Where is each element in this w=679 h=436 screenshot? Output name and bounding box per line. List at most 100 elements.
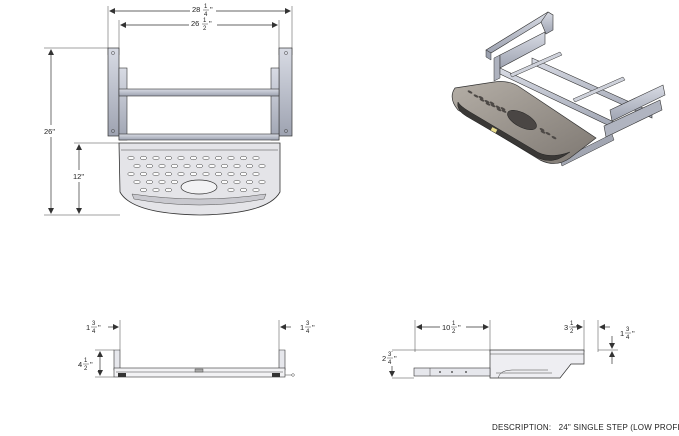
tread-hole — [133, 163, 141, 169]
tread-hole — [221, 163, 228, 169]
tread-hole — [158, 163, 166, 169]
iso-hole — [539, 128, 545, 132]
tread-hole — [227, 187, 235, 193]
iso-hole — [495, 105, 501, 109]
tread-hole — [165, 155, 172, 161]
bracket-right — [278, 47, 293, 137]
svg-text:1: 1 — [84, 358, 88, 364]
side-view-right: 10 1 2 " 3 1 2 " 1 3 4 " — [380, 320, 635, 379]
center-oval — [180, 179, 218, 195]
svg-text:": " — [632, 329, 635, 338]
svg-text:4: 4 — [78, 360, 82, 369]
svg-text:": " — [90, 360, 93, 369]
bracket-left — [107, 47, 120, 137]
iso-hole — [484, 100, 490, 104]
svg-text:1: 1 — [204, 4, 208, 10]
tread-hole — [202, 171, 210, 177]
iso-hole — [478, 96, 484, 100]
tread-hole — [146, 163, 153, 169]
iso-hole — [545, 132, 551, 136]
svg-text:": " — [209, 19, 212, 28]
tread-hole — [127, 155, 135, 161]
tread-hole — [152, 187, 160, 193]
dimension-width-overall: 28 1 4 " — [190, 3, 216, 18]
dimension-drop: 2 3 4 " — [380, 352, 404, 366]
iso-hole — [467, 90, 473, 94]
svg-text:10: 10 — [442, 323, 450, 332]
svg-text:28: 28 — [192, 5, 200, 14]
dimension-top-left: 1 3 4 " — [86, 321, 101, 335]
iso-hole — [500, 107, 506, 111]
svg-text:1: 1 — [620, 329, 624, 338]
tread-hole — [190, 171, 197, 177]
tread-hole — [140, 155, 147, 161]
iso-hole — [496, 108, 502, 112]
iso-hole — [489, 101, 495, 105]
svg-text:3: 3 — [92, 321, 96, 327]
tread-hole — [152, 171, 160, 177]
tread-hole — [240, 187, 247, 193]
tread-hole — [165, 187, 172, 193]
tread-hole — [221, 179, 228, 185]
tread-hole — [208, 163, 216, 169]
svg-text:4: 4 — [204, 12, 208, 18]
isometric-view — [451, 11, 666, 167]
tread-hole — [196, 163, 203, 169]
tread-hole — [246, 163, 253, 169]
tread-hole — [252, 187, 260, 193]
tread-hole — [158, 179, 166, 185]
svg-text:2: 2 — [203, 26, 207, 32]
tread-hole — [171, 179, 178, 185]
tread-hole — [190, 155, 197, 161]
svg-text:": " — [576, 323, 579, 332]
iso-hole — [485, 102, 491, 106]
tread-hole — [233, 163, 241, 169]
iso-hole — [501, 109, 507, 113]
svg-text:26: 26 — [191, 19, 199, 28]
tread-hole — [165, 171, 172, 177]
tread-hole — [183, 163, 191, 169]
front-view: 28 1 4 " 26 1 2 " 0" 0" — [39, 3, 293, 216]
iso-hole — [540, 130, 546, 134]
tread-hole — [152, 155, 160, 161]
svg-text:": " — [312, 323, 315, 332]
description: DESCRIPTION: 24" SINGLE STEP (LOW PROFIL… — [492, 423, 679, 432]
tread-hole — [127, 171, 135, 177]
dimension-end-offset: 3 1 2 " — [564, 321, 579, 335]
svg-text:": " — [394, 354, 397, 363]
description-value: 24" SINGLE STEP (LOW PROFILE) — [558, 423, 679, 432]
tread-hole — [227, 155, 235, 161]
tread-hole — [215, 171, 222, 177]
tread-hole — [140, 187, 147, 193]
tread-hole — [252, 171, 260, 177]
tread-hole — [177, 155, 185, 161]
tread-hole — [233, 179, 241, 185]
svg-text:1: 1 — [203, 18, 207, 24]
tread-hole — [177, 171, 185, 177]
svg-text:": " — [458, 323, 461, 332]
tread-hole — [215, 155, 222, 161]
iso-hole-pattern — [467, 90, 557, 140]
tread-hole — [140, 171, 147, 177]
tread-hole-pattern — [127, 155, 266, 193]
svg-text:": " — [210, 5, 213, 14]
iso-hole — [551, 136, 557, 140]
svg-text:3: 3 — [626, 327, 630, 333]
tread-hole — [252, 155, 260, 161]
svg-text:4: 4 — [92, 329, 96, 335]
side-view-left: 1 3 4 " 1 3 4 " 4 1 2 — [76, 320, 315, 378]
iso-hole — [479, 98, 485, 102]
svg-text:3: 3 — [306, 321, 310, 327]
iso-rail-right — [531, 57, 653, 119]
svg-text:2: 2 — [382, 354, 386, 363]
svg-text:2: 2 — [570, 329, 574, 335]
tread-hole — [133, 179, 141, 185]
svg-text:4: 4 — [306, 329, 310, 335]
dimension-end-height: 1 3 4 " — [620, 327, 635, 341]
tread-hole — [258, 163, 266, 169]
svg-text:2: 2 — [84, 366, 88, 372]
description-label: DESCRIPTION: — [492, 423, 552, 432]
dimension-extension: 10 1 2 " — [440, 320, 466, 335]
iso-hole — [473, 94, 479, 98]
